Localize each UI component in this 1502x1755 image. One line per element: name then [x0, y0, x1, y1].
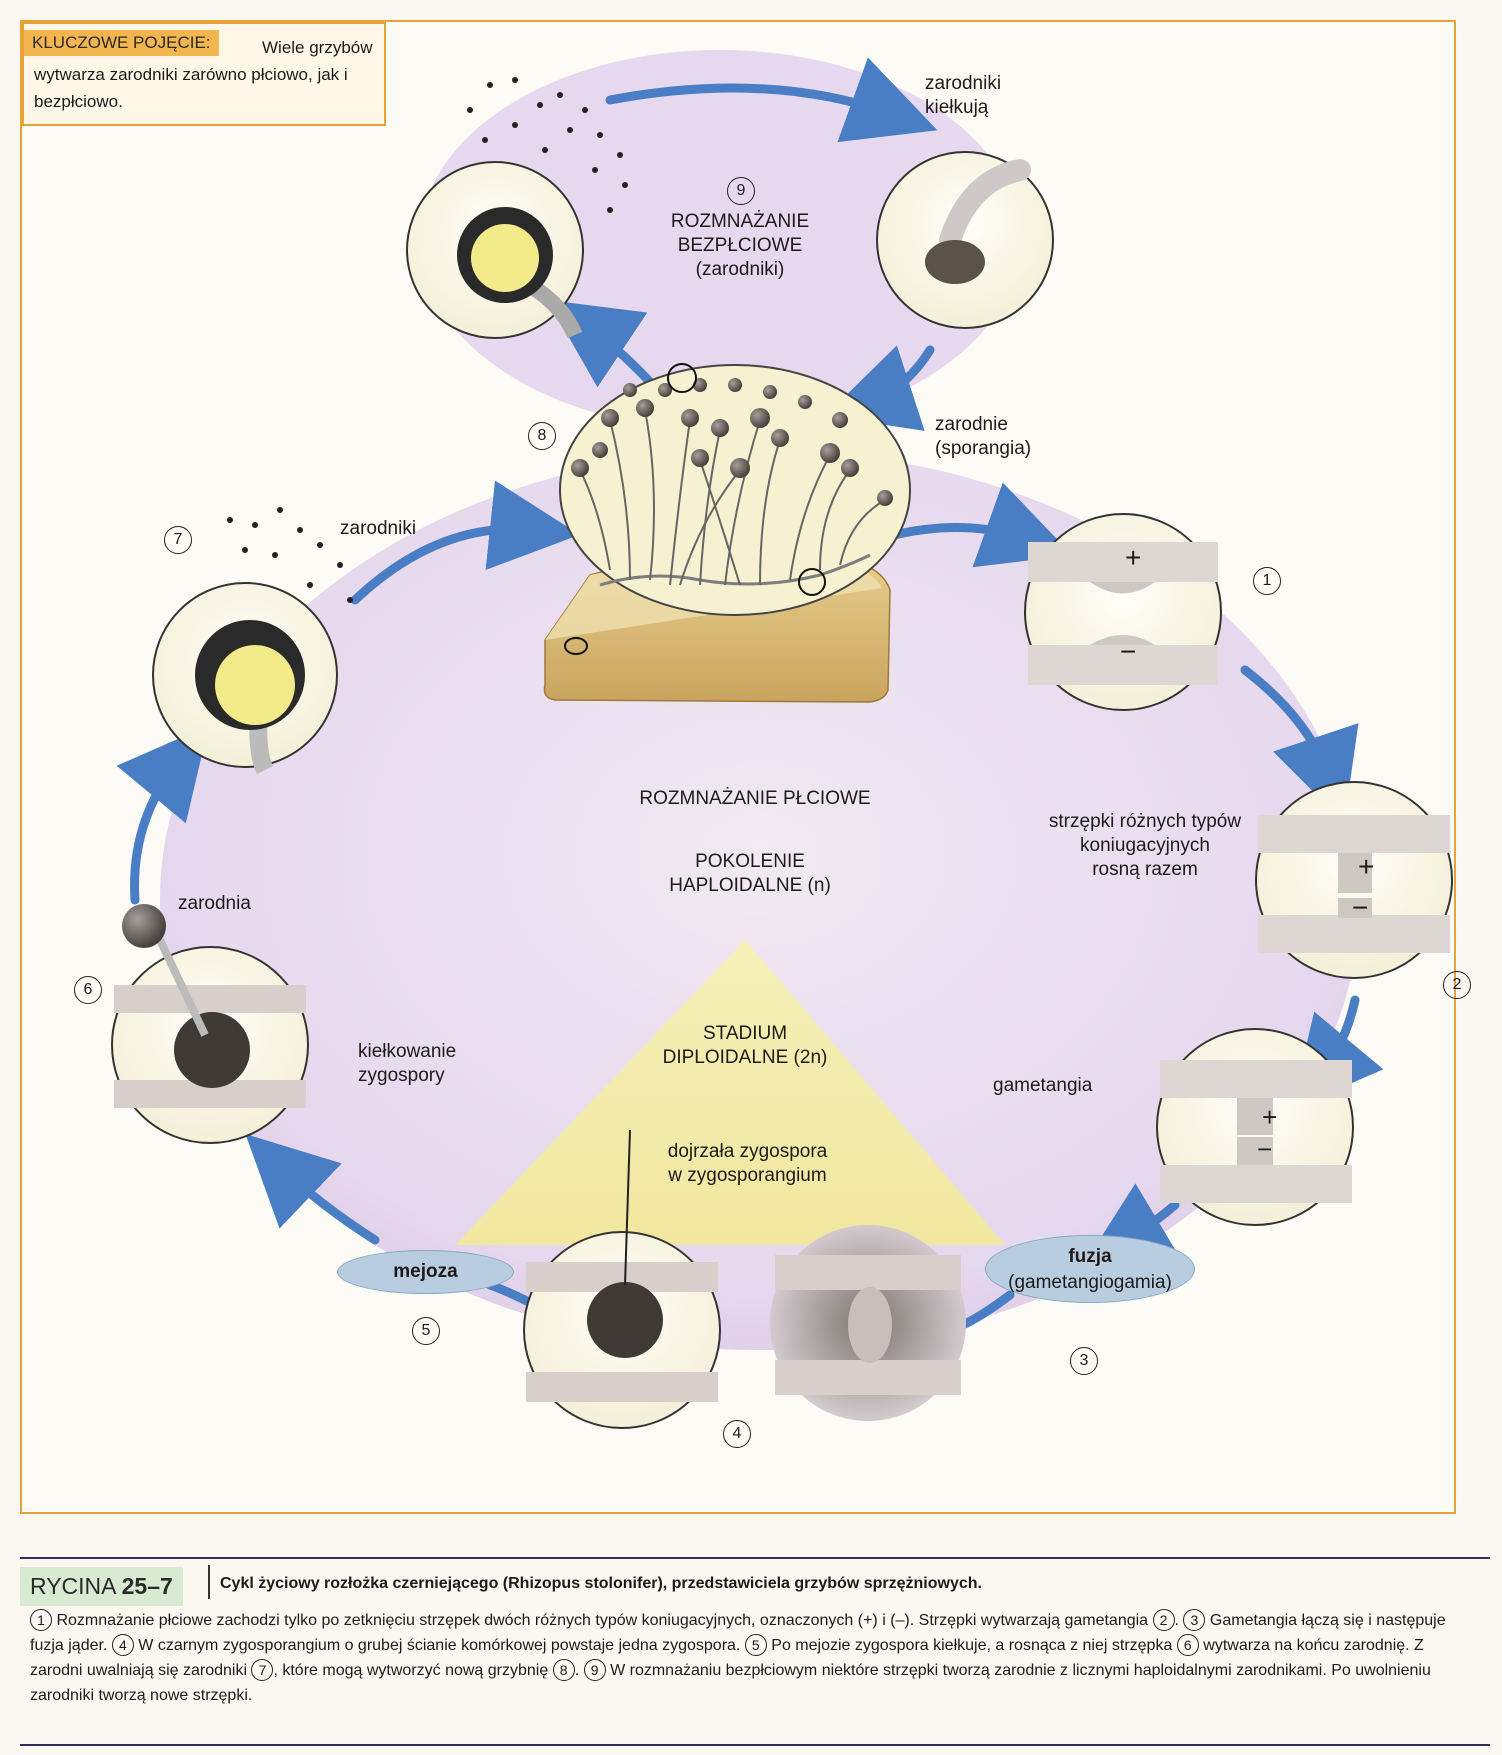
caption-text: .: [574, 1662, 580, 1679]
label-line: DIPLOIDALNE (2n): [662, 1047, 828, 1068]
label-line: zygospory: [358, 1065, 445, 1086]
arrow-meiosis-to-6: [245, 1133, 380, 1245]
caption-text: Po mejozie zygospora kiełkuje, a rosnąca…: [771, 1637, 1173, 1654]
step-number-7: 7: [164, 526, 192, 554]
label-hyphae: strzępki różnych typów koniugacyjnych ro…: [1030, 810, 1260, 882]
label-line: STADIUM: [702, 1023, 788, 1044]
label-line: BEZPŁCIOWE: [677, 235, 803, 256]
label-line: rosną razem: [1092, 859, 1198, 880]
fusion-oval: fuzja (gametangiogamia): [985, 1235, 1195, 1303]
label-line: ROZMNAŻANIE: [670, 211, 810, 232]
label-sexual: ROZMNAŻANIE PŁCIOWE: [639, 788, 871, 809]
label-line: zarodnie: [935, 414, 1008, 435]
caption-text: W czarnym zygosporangium o grubej ściani…: [138, 1637, 741, 1654]
step-number-5: 5: [412, 1317, 440, 1345]
caption-title: Cykl życiowy rozłożka czerniejącego (Rhi…: [220, 1575, 982, 1592]
label-line: POKOLENIE: [695, 851, 805, 872]
caption-separator: [208, 1565, 210, 1599]
caption-rule-top: [20, 1557, 1490, 1559]
caption-num-5: 5: [744, 1634, 767, 1656]
meiosis-oval: mejoza: [337, 1250, 514, 1294]
sporangium-release-circle: [406, 77, 628, 339]
arrow-mycelium-to-sporangium: [547, 300, 655, 388]
step-number-3: 3: [1070, 1347, 1098, 1375]
caption-num-7: 7: [251, 1659, 274, 1681]
label-line: strzępki różnych typów: [1048, 811, 1242, 832]
arrow-7-to-mycelium: [350, 480, 580, 605]
label-gametangia: gametangia: [993, 1075, 1093, 1096]
sporangium-circle-7: [152, 507, 353, 775]
label-minus-3: −: [1257, 1134, 1273, 1164]
arrow-release-to-germinate: [605, 57, 938, 143]
label-germination: kiełkowanie zygospory: [358, 1040, 456, 1088]
mycelium-ellipse: [559, 363, 911, 616]
label-minus-2: −: [1352, 892, 1369, 923]
caption-text: W rozmnażaniu bezpłciowym niektóre strzę…: [30, 1662, 1431, 1704]
label-line: (zarodniki): [695, 259, 785, 280]
label-minus-1: −: [1120, 636, 1137, 667]
label-plus-3: +: [1262, 1102, 1278, 1132]
caption-num-8: 8: [552, 1659, 575, 1681]
hyphae-circle-2: [1255, 781, 1453, 979]
figure-number-value: 25–7: [121, 1573, 173, 1599]
zygospore-circle-4: [523, 1129, 721, 1429]
step-number-9: 9: [727, 177, 755, 205]
step-number-8: 8: [528, 422, 556, 450]
label-haploid: POKOLENIE HAPLOIDALNE (n): [630, 850, 870, 898]
label-line: HAPLOIDALNE (n): [669, 875, 831, 896]
label-fusion-sub: (gametangiogamia): [1008, 1272, 1172, 1293]
caption-num-2: 2: [1152, 1609, 1175, 1631]
gametangia-circle: [1156, 1028, 1354, 1226]
caption-text: , które mogą wytworzyć nową grzybnię: [273, 1662, 549, 1679]
label-line: kiełkowanie: [358, 1041, 457, 1062]
label-plus-2: +: [1358, 851, 1375, 882]
caption-num-3: 3: [1183, 1609, 1206, 1631]
hyphae-circle-1: [1024, 513, 1222, 711]
label-meiosis: mejoza: [393, 1261, 458, 1282]
key-concept-text: Wiele grzybów wytwarza zarodniki zarówno…: [34, 38, 373, 111]
caption-body: 1 Rozmnażanie płciowe zachodzi tylko po …: [30, 1608, 1470, 1708]
caption-text: wytwarza na końcu zarodnię. Z zarodni uw…: [30, 1637, 1424, 1679]
caption-text: Rozmnażanie płciowe zachodzi tylko po ze…: [56, 1612, 1149, 1629]
figure-prefix: RYCINA: [30, 1573, 116, 1599]
caption-num-4: 4: [111, 1634, 134, 1656]
step-number-2: 2: [1443, 971, 1471, 999]
caption-rule-bottom: [20, 1744, 1490, 1746]
figure-number: RYCINA 25–7: [20, 1567, 183, 1606]
fusion-circle-3: [770, 1225, 966, 1421]
arrow-6-to-7: [116, 725, 209, 905]
label-line: dojrzała zygospora: [667, 1141, 828, 1162]
label-fusion: fuzja: [1068, 1246, 1112, 1267]
diploid-region: [455, 940, 1005, 1245]
label-mature-zygospore: dojrzała zygospora w zygosporangium: [630, 1140, 865, 1188]
caption-text: Gametangia łączą się i następuje fuzja j…: [30, 1612, 1446, 1654]
label-line: kiełkują: [925, 97, 989, 118]
arrow-germinate-to-mycelium: [825, 345, 935, 431]
caption-num-9: 9: [583, 1659, 606, 1681]
step-number-4: 4: [723, 1420, 751, 1448]
label-diploid: STADIUM DIPLOIDALNE (2n): [635, 1022, 855, 1070]
key-concept-box: KLUCZOWE POJĘCIE: Wiele grzybów wytwarza…: [22, 22, 386, 126]
arrow-1-to-2: [1240, 665, 1359, 823]
key-concept-tag: KLUCZOWE POJĘCIE:: [24, 30, 219, 56]
label-sporangia: zarodnie (sporangia): [935, 413, 1031, 461]
step-number-1: 1: [1253, 567, 1281, 595]
label-asexual: ROZMNAŻANIE BEZPŁCIOWE (zarodniki): [640, 210, 840, 282]
caption-num-6: 6: [1176, 1634, 1199, 1656]
label-plus-1: +: [1125, 542, 1142, 573]
label-line: w zygosporangium: [668, 1165, 827, 1186]
zygospore-germination-circle-6: [111, 904, 309, 1144]
label-line: (sporangia): [935, 438, 1032, 459]
label-line: koniugacyjnych: [1080, 835, 1210, 856]
label-sporangium-6: zarodnia: [178, 893, 251, 914]
caption-text: .: [1174, 1612, 1179, 1629]
label-spores-7: zarodniki: [340, 518, 417, 539]
label-spores-germinate: zarodniki kiełkują: [925, 72, 1001, 120]
label-line: zarodniki: [925, 73, 1002, 94]
step-number-6: 6: [74, 976, 102, 1004]
germinating-spore-circle: [876, 151, 1054, 329]
caption-num-1: 1: [30, 1609, 52, 1631]
